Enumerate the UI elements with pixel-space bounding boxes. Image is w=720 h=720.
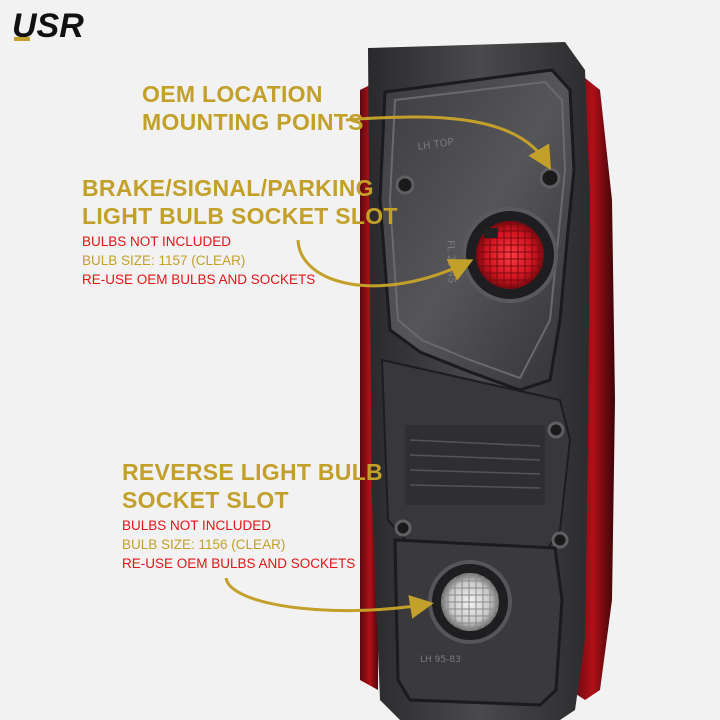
brake-socket-heading: BRAKE/SIGNAL/PARKING LIGHT BULB SOCKET S… [82, 174, 398, 230]
brake-heading-line2: LIGHT BULB SOCKET SLOT [82, 203, 398, 229]
brake-note-size: BULB SIZE: 1157 (CLEAR) [82, 253, 246, 268]
oem-mounting-heading: OEM LOCATION MOUNTING POINTS [142, 80, 364, 136]
reverse-heading-line2: SOCKET SLOT [122, 487, 289, 513]
oem-heading-line1: OEM LOCATION [142, 81, 323, 107]
brake-note-bulbs: BULBS NOT INCLUDED [82, 234, 232, 249]
brake-note-reuse: RE-USE OEM BULBS AND SOCKETS [82, 272, 316, 287]
reverse-notes: BULBS NOT INCLUDED BULB SIZE: 1156 (CLEA… [122, 516, 355, 573]
brake-notes: BULBS NOT INCLUDED BULB SIZE: 1157 (CLEA… [82, 232, 315, 289]
reverse-note-bulbs: BULBS NOT INCLUDED [122, 518, 272, 533]
brake-heading-line1: BRAKE/SIGNAL/PARKING [82, 175, 374, 201]
reverse-note-size: BULB SIZE: 1156 (CLEAR) [122, 537, 286, 552]
usr-logo: USR [12, 7, 84, 45]
oem-heading-line2: MOUNTING POINTS [142, 109, 364, 135]
reverse-socket-heading: REVERSE LIGHT BULB SOCKET SLOT [122, 458, 383, 514]
reverse-heading-line1: REVERSE LIGHT BULB [122, 459, 383, 485]
reverse-note-reuse: RE-USE OEM BULBS AND SOCKETS [122, 556, 356, 571]
lower-part-mark: LH 95-83 [420, 655, 461, 665]
part-number-mark: FL 29-45 [444, 240, 457, 284]
